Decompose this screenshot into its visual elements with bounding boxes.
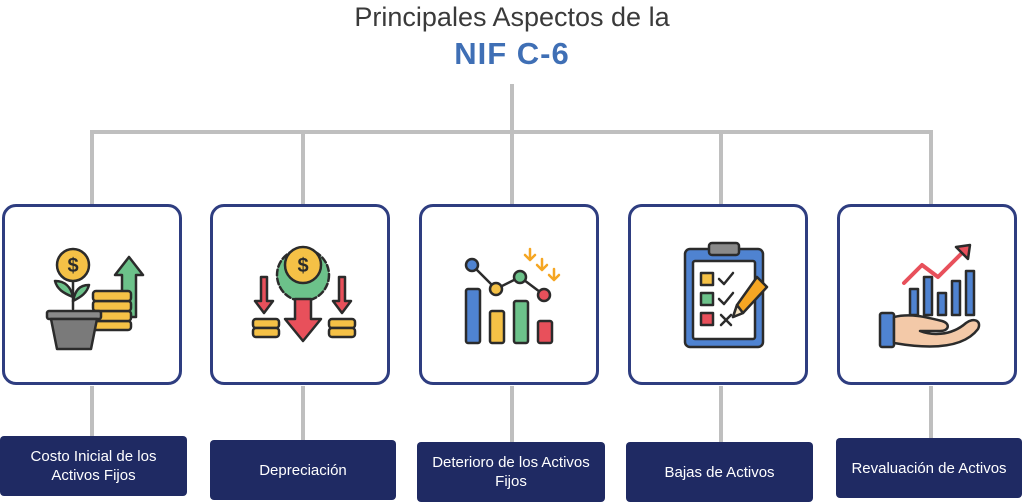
card-depreciacion: $ [210, 204, 390, 385]
card-bajas [628, 204, 808, 385]
label-deterioro: Deterioro de los Activos Fijos [417, 442, 605, 502]
label-bajas: Bajas de Activos [626, 442, 813, 502]
declining-bar-chart-icon [464, 247, 561, 345]
label-costo-inicial: Costo Inicial de los Activos Fijos [0, 436, 187, 496]
svg-text:$: $ [297, 255, 308, 277]
plant-coins-growth-icon: $ [45, 247, 145, 351]
svg-text:$: $ [67, 255, 78, 277]
card-costo-inicial: $ [2, 204, 182, 385]
diagram-subtitle: NIF C-6 [454, 36, 570, 71]
clipboard-checklist-icon [683, 241, 769, 349]
label-revaluacion: Revaluación de Activos [836, 438, 1022, 498]
label-depreciacion: Depreciación [210, 440, 396, 500]
coin-gear-down-arrows-icon: $ [251, 245, 357, 343]
card-deterioro [419, 204, 599, 385]
hand-growth-chart-icon [878, 243, 981, 349]
card-revaluacion [837, 204, 1017, 385]
diagram-title: Principales Aspectos de la [354, 2, 670, 32]
